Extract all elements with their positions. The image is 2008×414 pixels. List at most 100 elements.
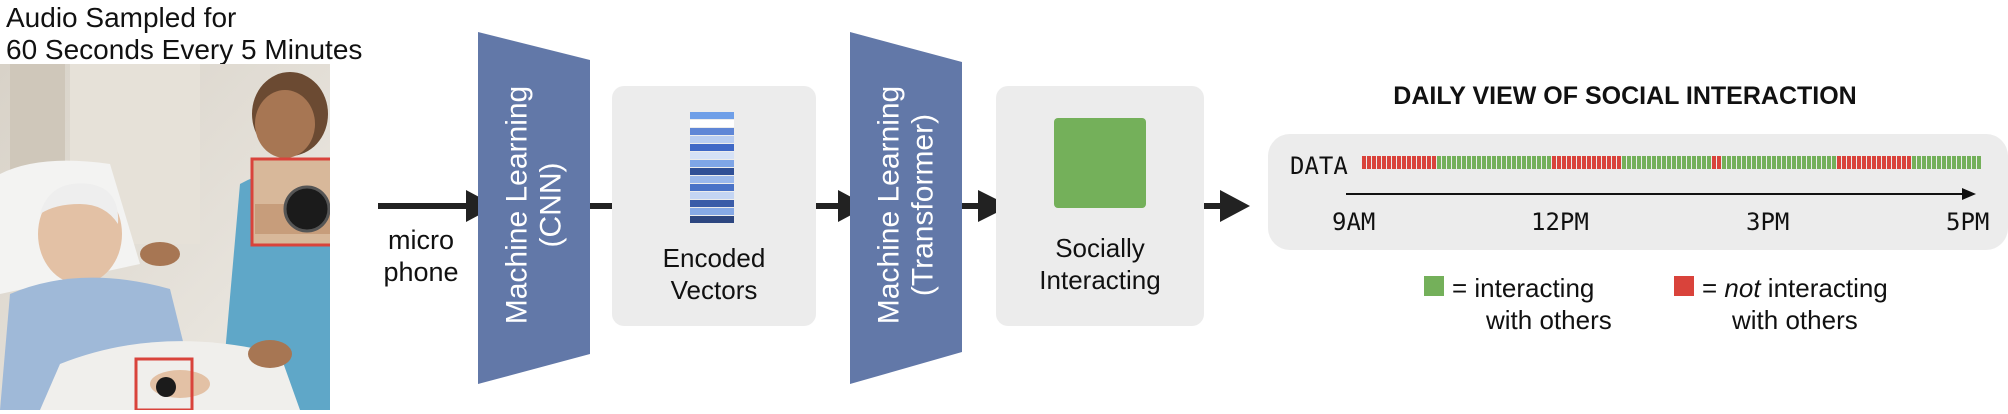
timeline-segment [1812, 156, 1816, 169]
timeline-segment [1627, 156, 1631, 169]
encoded-vector-stack [690, 112, 734, 224]
timeline-segment [1932, 156, 1936, 169]
timeline-segment [1447, 156, 1451, 169]
timeline-segment [1732, 156, 1736, 169]
timeline-segment [1652, 156, 1656, 169]
encoded-vector-stripe [690, 160, 734, 167]
timeline-segment [1502, 156, 1506, 169]
timeline-segment [1522, 156, 1526, 169]
encoded-vector-stripe [690, 192, 734, 199]
socially-interacting-label-line1: Socially [1055, 233, 1145, 263]
timeline-segment [1572, 156, 1576, 169]
encoded-vector-stripe [690, 120, 734, 127]
timeline-segment [1617, 156, 1621, 169]
encoded-vector-stripe [690, 136, 734, 143]
timeline-segment [1527, 156, 1531, 169]
timeline-segment [1612, 156, 1616, 169]
timeline-segment [1412, 156, 1416, 169]
timeline-segment [1427, 156, 1431, 169]
timeline-segment [1517, 156, 1521, 169]
timeline-segment [1917, 156, 1921, 169]
timeline-segment [1462, 156, 1466, 169]
transformer-label-line1: Machine Learning [872, 85, 905, 325]
timeline-segment [1382, 156, 1386, 169]
tick-12pm: 12PM [1531, 208, 1589, 236]
timeline-segment [1372, 156, 1376, 169]
timeline-segment [1897, 156, 1901, 169]
timeline-segment [1642, 156, 1646, 169]
timeline-segment [1507, 156, 1511, 169]
timeline-segment [1387, 156, 1391, 169]
timeline-segment [1367, 156, 1371, 169]
timeline-segment [1942, 156, 1946, 169]
data-row-label: DATA [1290, 152, 1348, 180]
socially-interacting-indicator [1054, 118, 1146, 208]
timeline-segment [1782, 156, 1786, 169]
microphone-label: micro phone [376, 224, 466, 288]
timeline-segment [1467, 156, 1471, 169]
timeline-segment [1902, 156, 1906, 169]
timeline-segment [1432, 156, 1436, 169]
timeline-segment [1872, 156, 1876, 169]
timeline-segment [1392, 156, 1396, 169]
encoded-vector-stripe [690, 128, 734, 135]
tick-9am: 9AM [1332, 208, 1376, 236]
timeline-segment [1722, 156, 1726, 169]
timeline-segment [1832, 156, 1836, 169]
timeline-segment [1967, 156, 1971, 169]
timeline-segment [1827, 156, 1831, 169]
timeline-segment [1717, 156, 1721, 169]
cnn-label: Machine Learning (CNN) [500, 86, 568, 325]
timeline-segment [1922, 156, 1926, 169]
time-axis [1346, 188, 1976, 200]
timeline-segment [1477, 156, 1481, 169]
legend-not-interacting-line1: = not interacting [1702, 272, 1888, 304]
timeline-segment [1712, 156, 1716, 169]
timeline-segment [1702, 156, 1706, 169]
timeline-segment [1672, 156, 1676, 169]
timeline-segment [1662, 156, 1666, 169]
timeline-segment [1512, 156, 1516, 169]
cnn-label-line2: (CNN) [534, 162, 567, 248]
timeline-segment [1837, 156, 1841, 169]
timeline-segment [1362, 156, 1366, 169]
audio-caption-line2: 60 Seconds Every 5 Minutes [6, 34, 363, 65]
timeline-segment [1567, 156, 1571, 169]
timeline-segment [1957, 156, 1961, 169]
timeline-segment [1857, 156, 1861, 169]
timeline-segment [1817, 156, 1821, 169]
timeline-segment [1492, 156, 1496, 169]
legend-not-interacting-prefix: = [1702, 273, 1725, 303]
timeline-segment [1762, 156, 1766, 169]
timeline-segment [1952, 156, 1956, 169]
tick-5pm: 5PM [1946, 208, 1990, 236]
timeline-segment [1682, 156, 1686, 169]
timeline-segment [1417, 156, 1421, 169]
timeline-segment [1887, 156, 1891, 169]
encoded-vectors-label-line2: Vectors [670, 275, 758, 305]
timeline-segment [1892, 156, 1896, 169]
socially-interacting-label-line2: Interacting [1039, 265, 1161, 295]
encoded-vectors-label: Encoded Vectors [612, 242, 816, 306]
timeline-segment [1542, 156, 1546, 169]
timeline-segment [1742, 156, 1746, 169]
timeline-segment [1842, 156, 1846, 169]
timeline-segment [1452, 156, 1456, 169]
timeline-segment [1677, 156, 1681, 169]
timeline-segment [1482, 156, 1486, 169]
daily-view-panel: DATA 9AM 12PM 3PM 5PM [1268, 134, 2008, 250]
encoded-vectors-box: Encoded Vectors [612, 86, 816, 326]
tick-3pm: 3PM [1746, 208, 1790, 236]
encoded-vectors-label-line1: Encoded [662, 243, 766, 273]
timeline-segment [1457, 156, 1461, 169]
encoded-vector-stripe [690, 168, 734, 175]
timeline-segment [1962, 156, 1966, 169]
timeline-segment [1727, 156, 1731, 169]
legend-interacting-line1: = interacting [1452, 273, 1595, 303]
timeline-segment [1777, 156, 1781, 169]
encoded-vector-stripe [690, 216, 734, 223]
encoded-vector-stripe [690, 112, 734, 119]
timeline-segment [1847, 156, 1851, 169]
patient-photo [0, 64, 330, 410]
timeline-segment [1397, 156, 1401, 169]
